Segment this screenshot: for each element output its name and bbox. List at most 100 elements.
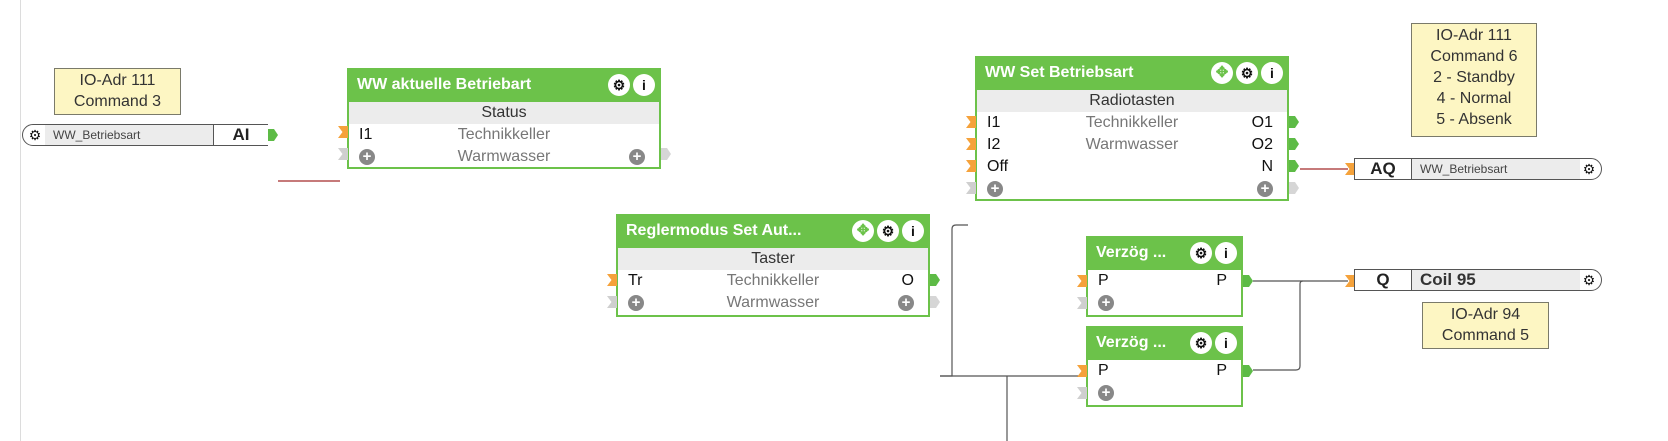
- block-header[interactable]: Reglermodus Set Aut... ✥ ⚙ i: [618, 214, 928, 248]
- block-type: Status: [349, 102, 659, 124]
- gear-icon[interactable]: ⚙: [877, 220, 899, 242]
- note-line: 5 - Absenk: [1436, 111, 1512, 128]
- output-label: P: [1216, 362, 1227, 379]
- comment-note-ai[interactable]: IO-Adr 111 Command 3: [54, 68, 181, 115]
- block-title: Verzög ...: [1096, 244, 1167, 261]
- gear-icon[interactable]: ⚙: [1236, 62, 1258, 84]
- input-pin[interactable]: [1077, 275, 1087, 287]
- add-input-pin[interactable]: [1077, 387, 1087, 399]
- block-verzoegerung-2[interactable]: Verzög ... ⚙ i P P +: [1086, 326, 1243, 407]
- digital-output-q[interactable]: Q Coil 95 ⚙: [1354, 269, 1602, 291]
- block-header[interactable]: Verzög ... ⚙ i: [1088, 236, 1241, 270]
- input-pin[interactable]: [1345, 163, 1355, 175]
- move-icon[interactable]: ✥: [1211, 62, 1233, 84]
- output-pin[interactable]: [930, 274, 940, 286]
- add-output-icon[interactable]: +: [629, 148, 645, 165]
- comment-note-aq[interactable]: IO-Adr 111 Command 6 2 - Standby 4 - Nor…: [1411, 23, 1537, 137]
- input-pin[interactable]: [607, 274, 617, 286]
- gear-icon[interactable]: ⚙: [28, 127, 42, 143]
- analog-output-aq[interactable]: AQ WW_Betriebsart ⚙: [1354, 158, 1602, 180]
- io-name: Coil 95: [1412, 270, 1580, 290]
- info-icon[interactable]: i: [633, 74, 655, 96]
- info-icon[interactable]: i: [1261, 62, 1283, 84]
- block-type: Radiotasten: [977, 90, 1287, 112]
- add-input-icon[interactable]: +: [987, 180, 1003, 197]
- wire-o-to-off[interactable]: [940, 224, 968, 377]
- row-label: Warmwasser: [1085, 136, 1179, 153]
- add-output-pin[interactable]: [930, 296, 940, 308]
- gear-icon[interactable]: ⚙: [1582, 272, 1596, 288]
- block-header[interactable]: WW Set Betriebsart ✥ ⚙ i: [977, 56, 1287, 90]
- block-row: + +: [977, 178, 1287, 200]
- output-label: P: [1216, 272, 1227, 289]
- info-icon[interactable]: i: [1215, 332, 1237, 354]
- comment-note-q[interactable]: IO-Adr 94 Command 5: [1422, 302, 1549, 349]
- gear-icon[interactable]: ⚙: [1582, 161, 1596, 177]
- input-label: I1: [359, 126, 373, 143]
- info-icon[interactable]: i: [902, 220, 924, 242]
- row-label: Warmwasser: [726, 294, 820, 311]
- block-title: Reglermodus Set Aut...: [626, 222, 802, 239]
- analog-input-ai[interactable]: ⚙ WW_Betriebsart AI: [22, 124, 268, 146]
- row-label: Technikkeller: [457, 126, 551, 143]
- input-label: Tr: [628, 272, 643, 289]
- block-title: WW Set Betriebsart: [985, 64, 1134, 81]
- output-pin[interactable]: [1289, 160, 1299, 172]
- block-row: Technikkeller Tr O: [618, 270, 928, 292]
- add-input-pin[interactable]: [966, 182, 976, 194]
- input-pin[interactable]: [966, 138, 976, 150]
- note-line: 4 - Normal: [1436, 90, 1512, 107]
- block-row: P P: [1088, 360, 1241, 382]
- add-input-icon[interactable]: +: [359, 148, 375, 165]
- add-input-icon[interactable]: +: [628, 294, 644, 311]
- output-pin[interactable]: [268, 129, 278, 141]
- gear-icon[interactable]: ⚙: [1190, 242, 1212, 264]
- block-reglermodus[interactable]: Reglermodus Set Aut... ✥ ⚙ i Taster Tech…: [616, 214, 930, 317]
- note-line: Command 5: [1441, 327, 1530, 344]
- gear-icon[interactable]: ⚙: [1190, 332, 1212, 354]
- io-name: WW_Betriebsart: [45, 125, 213, 145]
- note-line: 2 - Standby: [1433, 69, 1515, 86]
- wire-delay2-to-q[interactable]: [1253, 280, 1304, 371]
- block-verzoegerung-1[interactable]: Verzög ... ⚙ i P P +: [1086, 236, 1243, 317]
- output-pin[interactable]: [1243, 365, 1253, 377]
- gear-icon[interactable]: ⚙: [608, 74, 630, 96]
- move-icon[interactable]: ✥: [852, 220, 874, 242]
- add-input-icon[interactable]: +: [1098, 294, 1114, 311]
- block-ww-aktuelle-betriebart[interactable]: WW aktuelle Betriebart ⚙ i Status Techni…: [347, 68, 661, 169]
- wire-o-to-delay2[interactable]: [1006, 376, 1080, 441]
- block-header[interactable]: WW aktuelle Betriebart ⚙ i: [349, 68, 659, 102]
- output-pin[interactable]: [1243, 275, 1253, 287]
- input-pin[interactable]: [966, 116, 976, 128]
- add-output-icon[interactable]: +: [898, 294, 914, 311]
- row-label: Technikkeller: [726, 272, 820, 289]
- add-output-pin[interactable]: [661, 148, 671, 160]
- add-input-pin[interactable]: [1077, 297, 1087, 309]
- add-input-icon[interactable]: +: [1098, 384, 1114, 401]
- note-line: IO-Adr 111: [79, 72, 156, 89]
- add-output-icon[interactable]: +: [1257, 180, 1273, 197]
- input-label: P: [1098, 362, 1109, 379]
- note-line: IO-Adr 111: [1436, 27, 1512, 44]
- add-input-pin[interactable]: [338, 148, 348, 160]
- block-row: Warmwasser + +: [618, 292, 928, 314]
- input-pin[interactable]: [1345, 275, 1355, 287]
- input-pin[interactable]: [966, 160, 976, 172]
- note-line: Command 3: [73, 93, 162, 110]
- block-row: Warmwasser + +: [349, 146, 659, 168]
- block-row: Technikkeller I1: [349, 124, 659, 146]
- output-pin[interactable]: [1289, 116, 1299, 128]
- block-row: P P: [1088, 270, 1241, 292]
- output-pin[interactable]: [1289, 138, 1299, 150]
- input-pin[interactable]: [1077, 365, 1087, 377]
- block-ww-set-betriebsart[interactable]: WW Set Betriebsart ✥ ⚙ i Radiotasten Tec…: [975, 56, 1289, 201]
- block-header[interactable]: Verzög ... ⚙ i: [1088, 326, 1241, 360]
- info-icon[interactable]: i: [1215, 242, 1237, 264]
- input-pin[interactable]: [338, 126, 348, 138]
- output-label: N: [1261, 158, 1273, 175]
- add-input-pin[interactable]: [607, 296, 617, 308]
- note-line: IO-Adr 94: [1450, 306, 1521, 323]
- input-label: Off: [987, 158, 1009, 175]
- add-output-pin[interactable]: [1289, 182, 1299, 194]
- input-label: I2: [987, 136, 1001, 153]
